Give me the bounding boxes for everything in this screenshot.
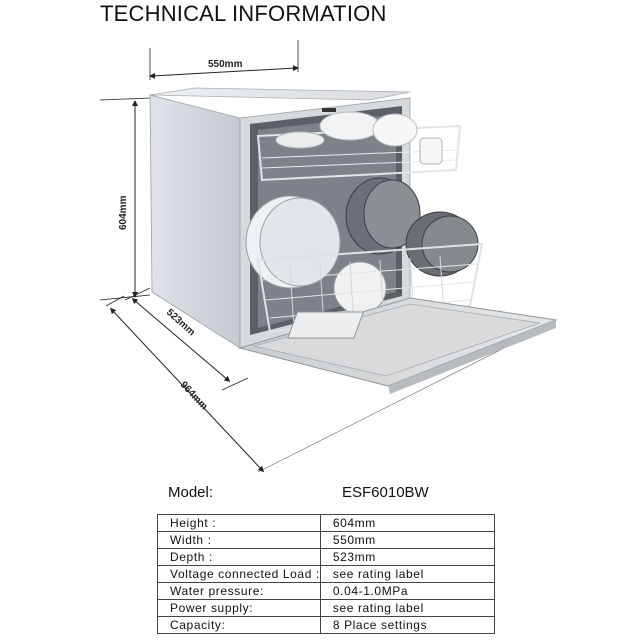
open-depth-dimension-label: 964mm [178, 380, 210, 413]
spec-label: Capacity: [157, 616, 321, 634]
page-title: TECHNICAL INFORMATION [100, 1, 387, 26]
spec-label: Water pressure: [157, 582, 321, 600]
table-row: Voltage connected Load : see rating labe… [157, 565, 496, 583]
spec-label: Height : [157, 514, 321, 532]
spec-value: 550mm [319, 531, 496, 549]
dimension-height: 604mm [99, 97, 151, 301]
model-label: Model: [168, 484, 214, 501]
table-row: Capacity: 8 Place settings [157, 616, 496, 634]
spec-value: 604mm [319, 514, 496, 532]
spec-value: see rating label [319, 599, 496, 617]
table-row: Width : 550mm [157, 531, 496, 549]
spec-table: Height : 604mm Width : 550mm Depth : 523… [157, 514, 496, 634]
spec-label: Power supply: [157, 599, 321, 617]
dishwasher-illustration: 550mm 604mm 523mm 964mm [99, 40, 558, 473]
lower-rack [256, 242, 484, 334]
spec-label: Width : [157, 531, 321, 549]
open-door [238, 297, 558, 394]
spec-value: 8 Place settings [319, 616, 496, 634]
upper-rack [256, 111, 462, 182]
table-row: Depth : 523mm [157, 548, 496, 566]
spec-value: see rating label [319, 565, 496, 583]
spec-label: Voltage connected Load : [157, 565, 321, 583]
spec-label: Depth : [157, 548, 321, 566]
table-row: Height : 604mm [157, 514, 496, 532]
width-dimension-label: 550mm [208, 59, 243, 70]
dimension-width: 550mm [149, 40, 299, 80]
table-row: Water pressure: 0.04-1.0MPa [157, 582, 496, 600]
model-value: ESF6010BW [342, 484, 429, 501]
height-dimension-label: 604mm [118, 195, 129, 230]
table-row: Power supply: see rating label [157, 599, 496, 617]
spec-value: 0.04-1.0MPa [319, 582, 496, 600]
spec-value: 523mm [319, 548, 496, 566]
